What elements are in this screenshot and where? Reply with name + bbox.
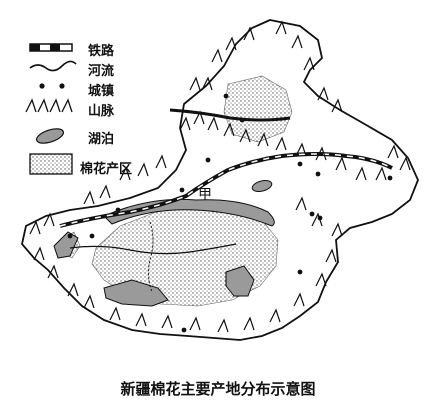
- legend-river-symbol: [29, 60, 77, 72]
- legend-label-lake: 湖泊: [88, 132, 115, 147]
- legend-railway-symbol: [29, 43, 73, 52]
- map-caption: 新疆棉花主要产地分布示意图: [120, 380, 316, 398]
- railway-line: [59, 152, 393, 228]
- legend-town-symbol: [39, 83, 65, 89]
- legend-lake-symbol: [35, 128, 65, 144]
- place-label-jia: 甲: [198, 187, 212, 203]
- cotton-area-north: [223, 75, 293, 143]
- towns: [67, 93, 393, 333]
- river-tributary: [147, 221, 154, 293]
- railway-north-branch: [169, 108, 291, 122]
- lake-bosten: [251, 180, 273, 192]
- legend-mountain-symbol: [25, 98, 73, 113]
- legend-cotton-symbol: [29, 153, 73, 175]
- legend-label-town: 城镇: [88, 84, 115, 99]
- lake-oasis-east: [225, 265, 255, 297]
- legend-label-cotton: 棉花产区: [80, 162, 133, 177]
- legend-label-mountain: 山脉: [88, 104, 115, 119]
- lake-oasis-south: [103, 279, 169, 307]
- river-tarim: [69, 243, 237, 255]
- legend-label-railway: 铁路: [88, 44, 115, 59]
- legend-label-river: 河流: [88, 64, 115, 79]
- mountains: [29, 20, 411, 333]
